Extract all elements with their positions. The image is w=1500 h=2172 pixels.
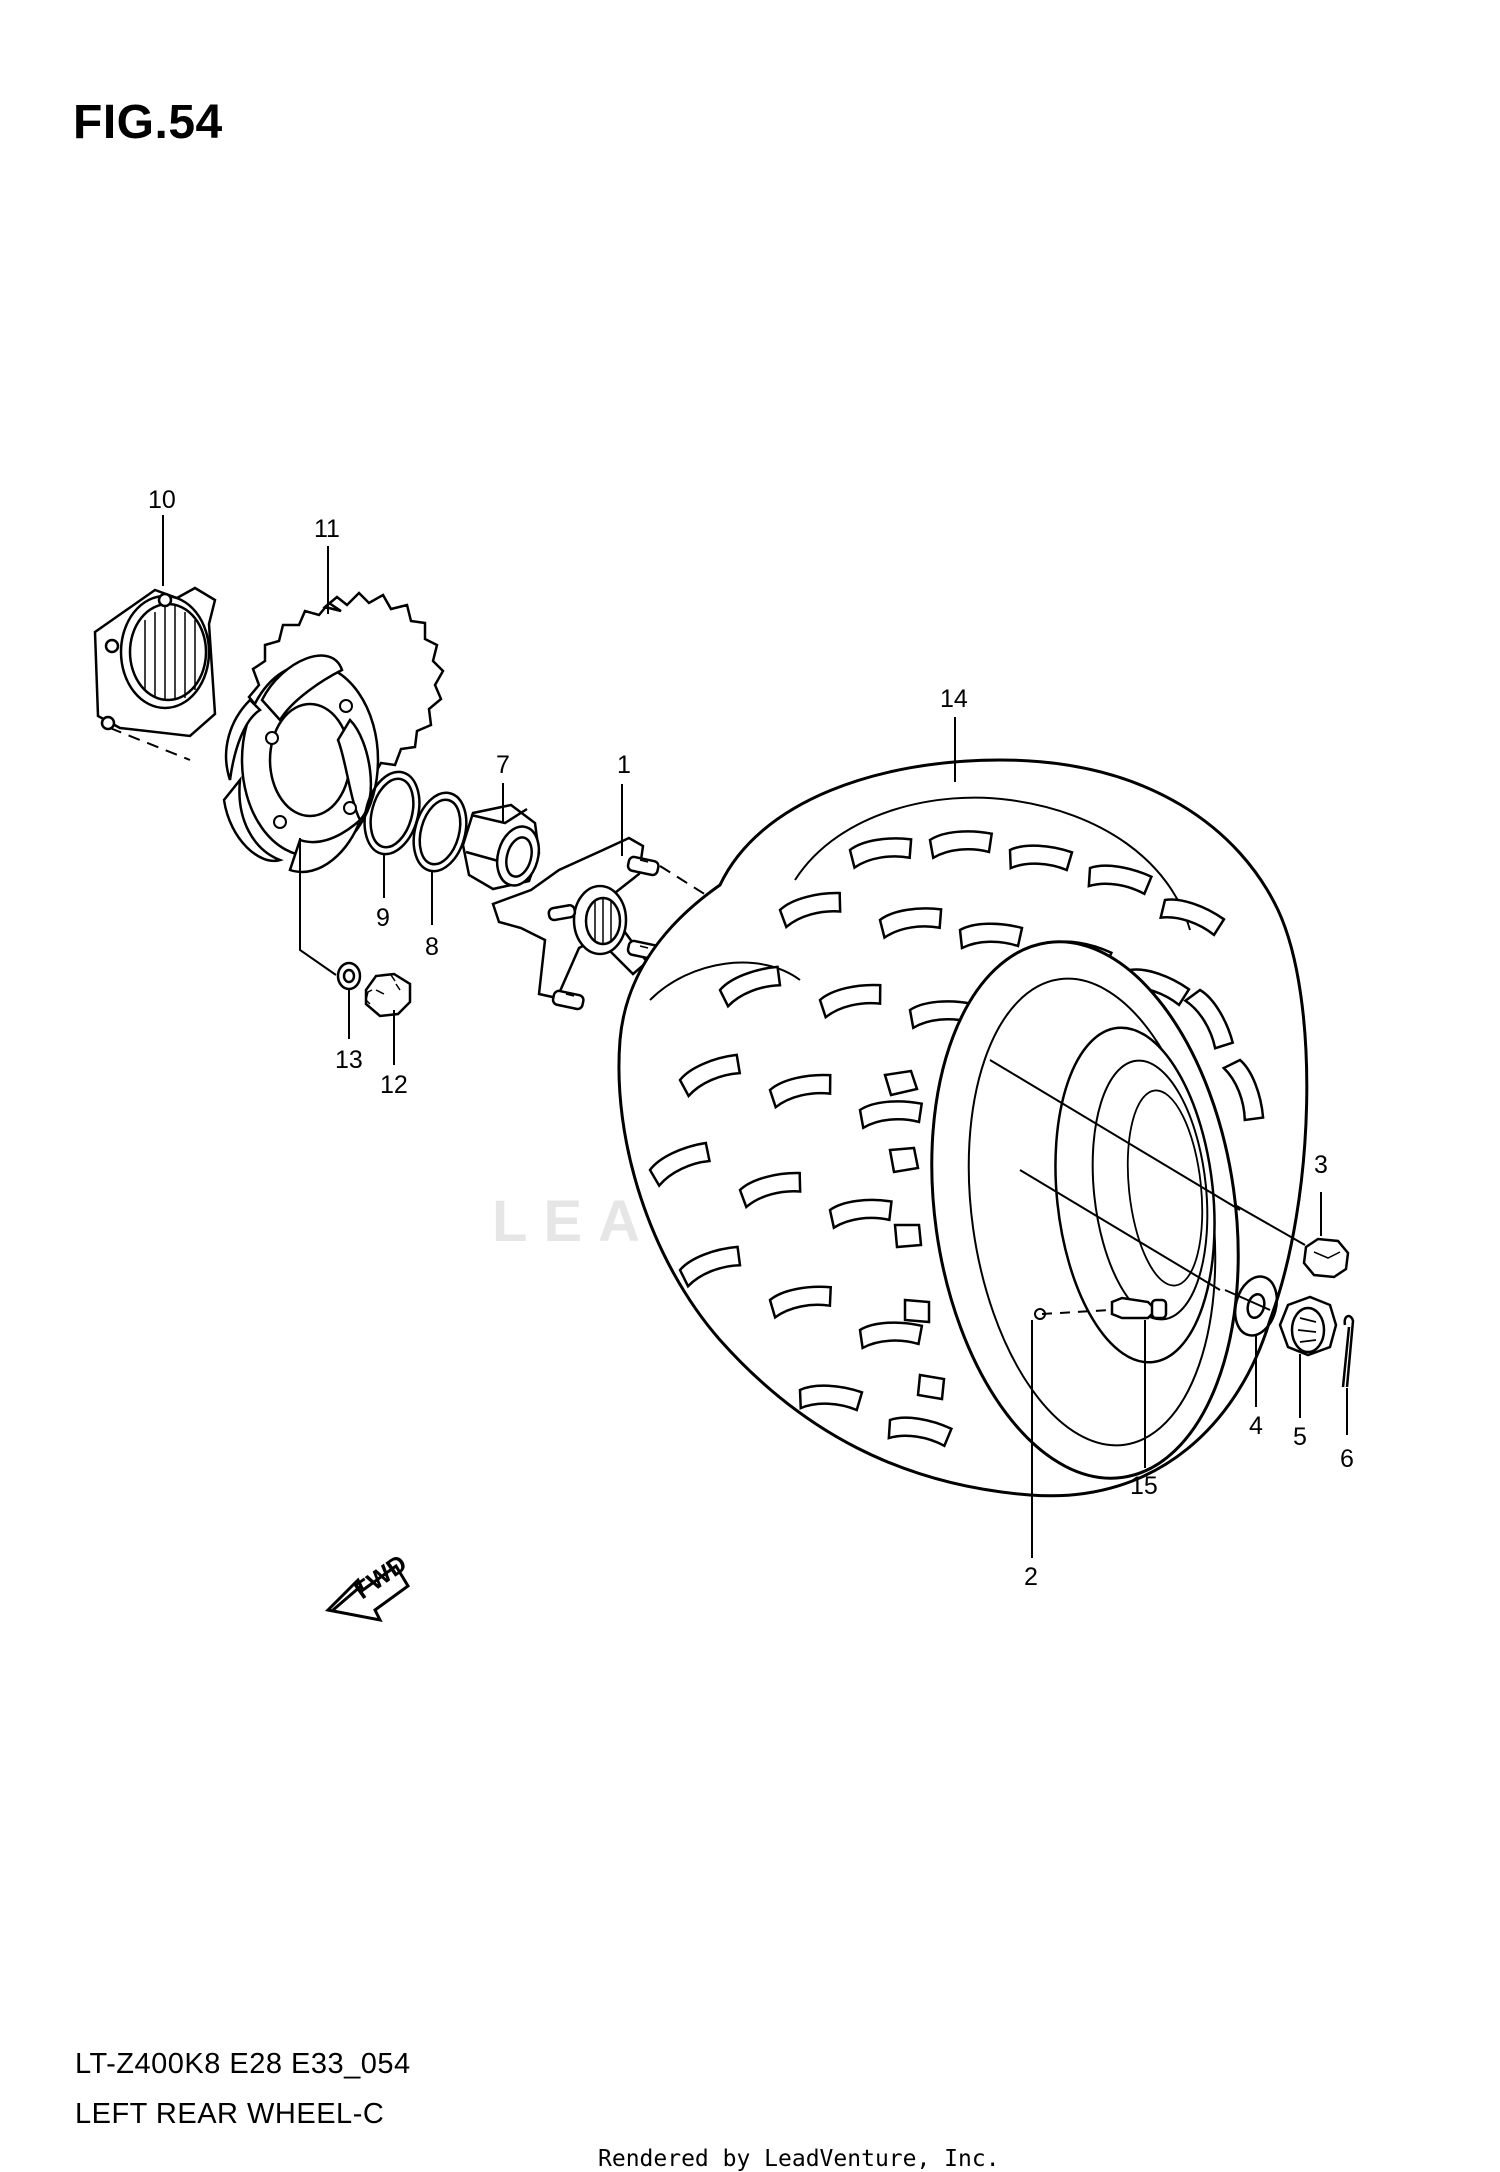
washer-13 (336, 961, 362, 991)
leader-lines (162, 515, 1348, 1558)
callout-10: 10 (148, 486, 176, 514)
callout-12: 12 (380, 1071, 408, 1099)
figure-name: LEFT REAR WHEEL-C (75, 2098, 385, 2130)
o-ring-8 (412, 791, 468, 873)
cotter-pin (1341, 1314, 1355, 1388)
callout-9: 9 (376, 904, 390, 932)
sprocket-bolt-guide (299, 838, 337, 976)
axle-guide-upper (989, 1059, 1306, 1246)
callout-11: 11 (314, 515, 340, 543)
hub-guide-line (109, 727, 191, 761)
figure-title: FIG.54 (73, 96, 223, 149)
washer-4 (1233, 1275, 1279, 1337)
callout-15: 15 (1130, 1472, 1158, 1500)
axle-guide-lower (1019, 1169, 1271, 1311)
callout-8: 8 (425, 933, 439, 961)
callout-5: 5 (1293, 1423, 1307, 1451)
castle-nut (1278, 1295, 1338, 1357)
valve-stem (1110, 1296, 1168, 1320)
rear-sprocket (222, 591, 445, 874)
callout-14: 14 (940, 685, 968, 713)
callout-4: 4 (1249, 1412, 1263, 1440)
figure-code: LT-Z400K8 E28 E33_054 (75, 2048, 411, 2080)
lug-nut (1302, 1237, 1350, 1279)
callout-2: 2 (1024, 1563, 1038, 1591)
rear-hub-flange (93, 586, 217, 738)
callout-13: 13 (335, 1046, 363, 1074)
callout-3: 3 (1314, 1151, 1328, 1179)
callout-7: 7 (496, 751, 510, 779)
valve-guide (1041, 1309, 1111, 1315)
fwd-arrow: FWD (324, 1549, 412, 1623)
callout-1: 1 (617, 751, 631, 779)
callout-6: 6 (1340, 1445, 1354, 1473)
rendered-by-note: Rendered by LeadVenture, Inc. (598, 2146, 1000, 2172)
hub-nut (461, 803, 541, 891)
sprocket-bolt-12 (364, 972, 412, 1018)
